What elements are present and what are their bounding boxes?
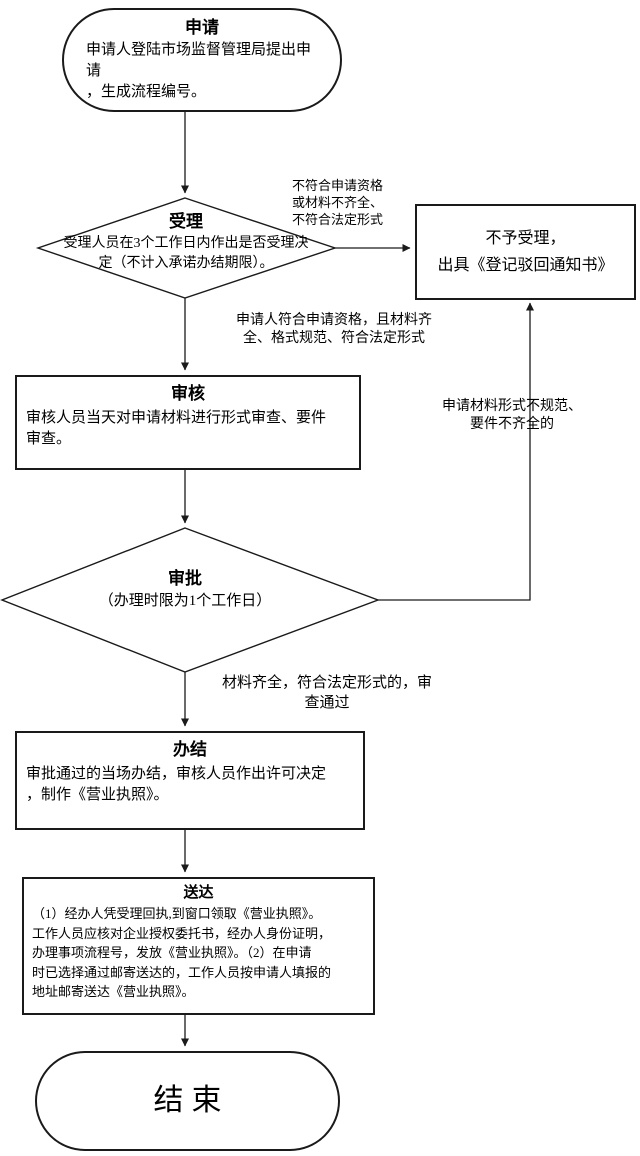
- edge-label-pass-condition: 申请人符合申请资格，且材料齐 全、格式规范、符合法定形式: [236, 313, 432, 347]
- node-review-title: 审核: [171, 384, 205, 403]
- node-review-body: 审核人员当天对申请材料进行形式审查、要件 审查。: [26, 409, 327, 448]
- node-review: 审核 审核人员当天对申请材料进行形式审查、要件 审查。: [15, 375, 361, 470]
- edge-label-approve-pass-condition: 材料齐全，符合法定形式的，审 查通过: [221, 675, 432, 711]
- node-apply-body: 申请人登陆市场监督管理局提出申请 ，生成流程编号。: [86, 41, 312, 101]
- node-approve-title: 审批: [168, 569, 202, 588]
- node-approve: 审批 （办理时限为1个工作日）: [55, 568, 315, 612]
- node-complete-body: 审批通过的当场办结，审核人员作出许可决定 ，制作《营业执照》。: [26, 765, 327, 804]
- node-end-title: 结束: [153, 1083, 230, 1117]
- node-reject-body: 不予受理， 出具《登记驳回通知书》: [437, 229, 614, 274]
- node-complete-title: 办结: [173, 740, 207, 759]
- node-accept-body: 受理人员在3个工作日内作出是否受理决 定（不计入承诺办结期限）。: [63, 235, 309, 271]
- edge-label-approve-reject-condition: 申请材料形式不规范、 要件不齐全的: [442, 399, 582, 433]
- connector-approve-to-reject: [378, 302, 534, 601]
- node-apply: 申请 申请人登陆市场监督管理局提出申请 ，生成流程编号。: [62, 8, 342, 112]
- node-accept: 受理 受理人员在3个工作日内作出是否受理决 定（不计入承诺办结期限）。: [30, 211, 342, 274]
- node-deliver-title: 送达: [183, 885, 214, 901]
- diamond-accept: [35, 197, 338, 299]
- node-end: 结束: [35, 1051, 340, 1151]
- node-deliver-body: （1）经办人凭受理回执,到窗口领取《营业执照》。 工作人员应核对企业授权委托书，…: [32, 906, 332, 1000]
- node-complete: 办结 审批通过的当场办结，审核人员作出许可决定 ，制作《营业执照》。: [15, 731, 365, 830]
- node-accept-title: 受理: [169, 212, 203, 231]
- node-reject: 不予受理， 出具《登记驳回通知书》: [415, 204, 636, 300]
- node-deliver: 送达 （1）经办人凭受理回执,到窗口领取《营业执照》。 工作人员应核对企业授权委…: [22, 877, 375, 1015]
- node-approve-body: （办理时限为1个工作日）: [98, 592, 272, 609]
- node-apply-title: 申请: [185, 17, 219, 37]
- diamond-approve: [0, 527, 381, 673]
- edge-label-reject-condition: 不符合申请资格 或材料不齐全、 不符合法定形式: [292, 178, 384, 227]
